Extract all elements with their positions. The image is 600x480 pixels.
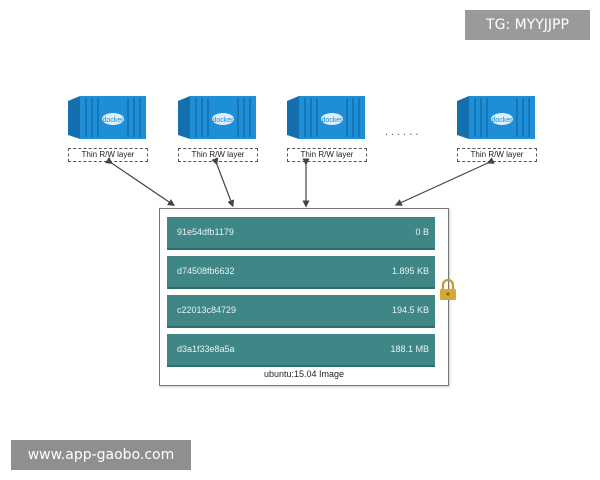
container-3: docker Thin R/W layer: [285, 93, 369, 162]
svg-text:docker: docker: [491, 117, 513, 124]
svg-text:docker: docker: [102, 117, 124, 124]
image-caption: ubuntu:15.04 Image: [263, 369, 345, 379]
layer-id: 91e54dfb1179: [177, 227, 234, 237]
image-layer: 91e54dfb1179 0 B: [167, 217, 435, 250]
layer-id: d3a1f33e8a5a: [177, 344, 235, 354]
image-layer: d3a1f33e8a5a 188.1 MB: [167, 334, 435, 367]
arrow-container-1: [105, 157, 175, 207]
image-layer: d74508fb6632 1.895 KB: [167, 256, 435, 289]
container-2: docker Thin R/W layer: [176, 93, 260, 162]
rw-layer-label: Thin R/W layer: [457, 148, 537, 162]
rw-layer-label: Thin R/W layer: [287, 148, 367, 162]
layer-size: 0 B: [415, 227, 429, 237]
docker-container-icon: docker: [457, 96, 535, 139]
lock-icon: [440, 279, 456, 300]
image-layer: c22013c84729 194.5 KB: [167, 295, 435, 328]
layer-size: 1.895 KB: [391, 266, 429, 276]
docker-container-icon: docker: [178, 96, 256, 139]
layer-id: d74508fb6632: [177, 266, 235, 276]
ellipsis: ......: [385, 126, 422, 138]
rw-layer-label: Thin R/W layer: [68, 148, 148, 162]
arrow-container-2: [211, 157, 235, 208]
container-1: docker Thin R/W layer: [66, 93, 150, 162]
site-watermark: www.app-gaobo.com: [11, 440, 191, 470]
tg-watermark: TG: MYYJJPP: [465, 10, 590, 40]
rw-layer-label: Thin R/W layer: [178, 148, 258, 162]
layer-size: 188.1 MB: [390, 344, 429, 354]
container-4: docker Thin R/W layer: [455, 93, 539, 162]
arrow-container-4: [394, 157, 495, 206]
svg-text:docker: docker: [321, 117, 343, 124]
docker-container-icon: docker: [68, 96, 146, 139]
image-box: 91e54dfb1179 0 B d74508fb6632 1.895 KB c…: [159, 208, 449, 386]
docker-container-icon: docker: [287, 96, 365, 139]
svg-text:docker: docker: [212, 117, 234, 124]
layer-size: 194.5 KB: [391, 305, 429, 315]
layer-id: c22013c84729: [177, 305, 237, 315]
